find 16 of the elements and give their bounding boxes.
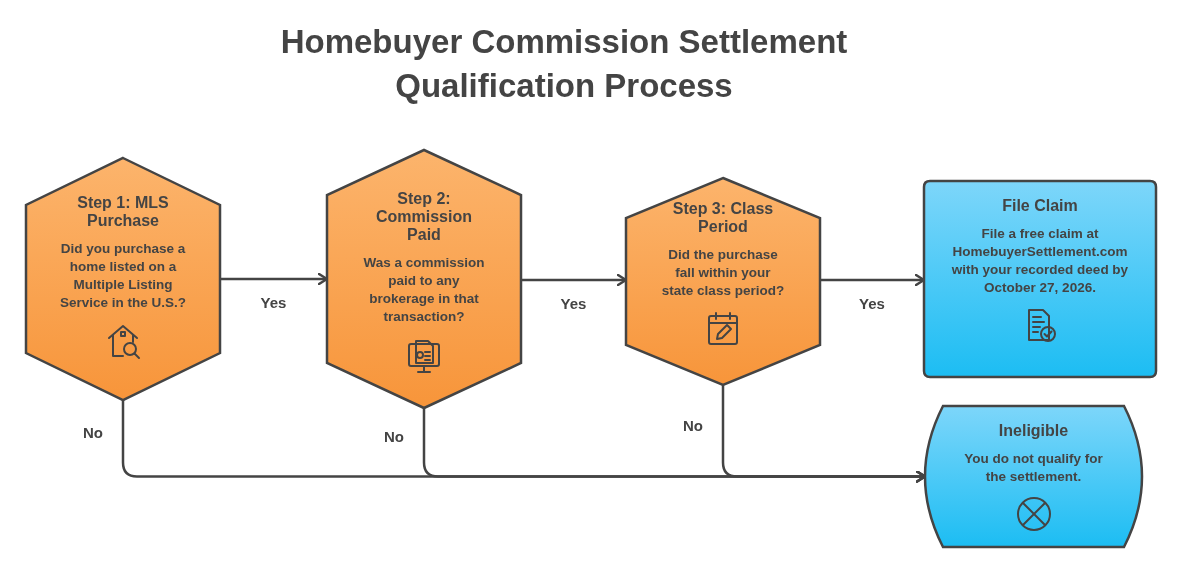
diagram-title: Homebuyer Commission Settlement Qualification Process [279,22,849,106]
node-heading: Ineligible [998,422,1069,440]
node-text: You do not qualify for the settlement. [963,450,1104,486]
node-text: Did you purchase a home listed on a Multiple Listing Service in the U.S.? [59,240,187,312]
step-hexagon [327,150,521,408]
node-text: File a free claim at HomebuyerSettlement.com with your recorded deed by October 27, 2026. [950,225,1130,297]
node-text: Was a commission paid to any brokerage in that transaction? [362,254,486,326]
node-heading: File Claim [1002,197,1078,215]
node-text: Did the purchase fall within your state class period? [661,246,785,300]
step-hexagon [26,158,220,400]
result-terminal [925,406,1142,547]
node-heading: Step 2: Commission Paid [375,190,473,244]
result-box [924,181,1156,377]
node-heading: Step 1: MLS Purchase [76,194,170,230]
node-heading: Step 3: Class Period [671,200,775,236]
step-hexagon [626,178,820,385]
